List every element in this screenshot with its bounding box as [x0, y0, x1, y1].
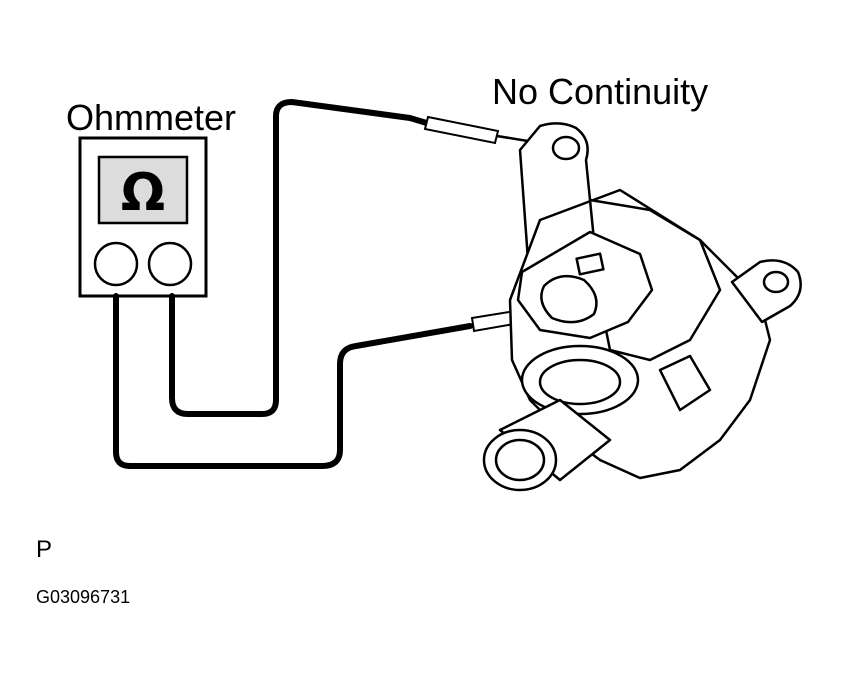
meter-terminal-right: [147, 241, 193, 287]
bracket-hole-upper: [551, 135, 581, 161]
probe-upper: [423, 115, 535, 145]
connector-pin-window: [575, 252, 605, 276]
view-letter: P: [36, 536, 53, 563]
test-leads: [113, 99, 473, 469]
valve-assembly: [482, 122, 802, 492]
connector-socket: [540, 274, 598, 324]
bracket-hole-right: [762, 270, 790, 294]
ohmmeter: Ω: [78, 136, 208, 298]
ohm-symbol: Ω: [121, 163, 165, 223]
test-lead-lower: [113, 293, 473, 469]
figure-code: G03096731: [36, 587, 131, 607]
result-label: No Continuity: [492, 71, 709, 112]
ohmmeter-label: Ohmmeter: [66, 97, 237, 138]
test-lead-upper: [169, 99, 433, 417]
side-lever: [658, 354, 712, 412]
valve-flange-inner: [538, 358, 622, 406]
outlet-pipe-bore: [494, 438, 546, 482]
meter-display: [97, 155, 189, 225]
meter-terminal-left: [93, 241, 139, 287]
